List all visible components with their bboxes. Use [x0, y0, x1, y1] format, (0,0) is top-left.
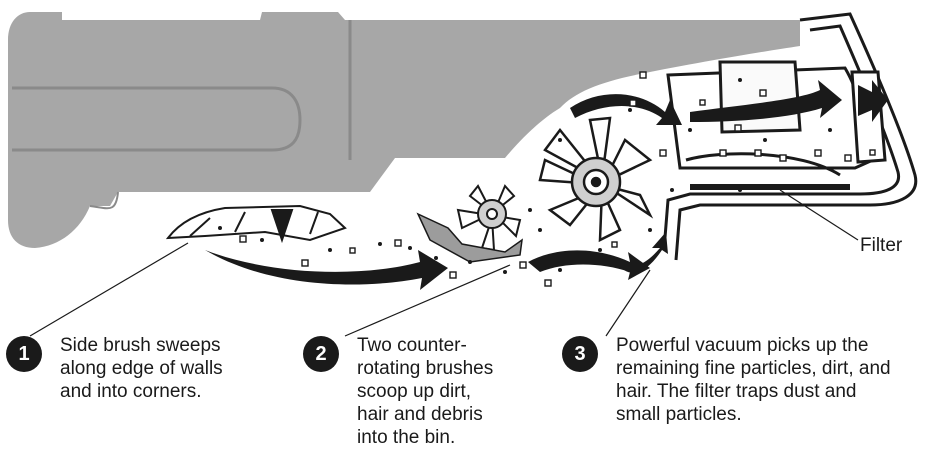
leader-lines: [29, 242, 651, 337]
robot-body: [8, 12, 800, 248]
step-1-badge: 1: [6, 336, 42, 372]
step-3-text: Powerful vacuum picks up the remaining f…: [616, 335, 891, 425]
step-1: 1 Side brush sweeps along edge of walls …: [6, 334, 223, 403]
main-brush: [538, 116, 654, 243]
filter-label: Filter: [860, 235, 903, 256]
step-2-badge: 2: [303, 336, 339, 372]
filter: [690, 184, 859, 241]
step-2: 2 Two counter- rotating brushes scoop up…: [303, 334, 493, 449]
intake-ramp: [416, 212, 523, 263]
debris-particles: [239, 71, 876, 287]
side-brush: [165, 204, 347, 244]
robot-shell-outline: [662, 12, 918, 261]
airflow-arrows: [205, 80, 888, 290]
step-1-text: Side brush sweeps along edge of walls an…: [60, 335, 223, 402]
fine-dust: [218, 78, 832, 274]
secondary-brush: [456, 184, 522, 252]
step-2-text: Two counter- rotating brushes scoop up d…: [357, 335, 494, 448]
step-3: 3 Powerful vacuum picks up the remaining…: [562, 334, 891, 426]
step-3-badge: 3: [562, 336, 598, 372]
